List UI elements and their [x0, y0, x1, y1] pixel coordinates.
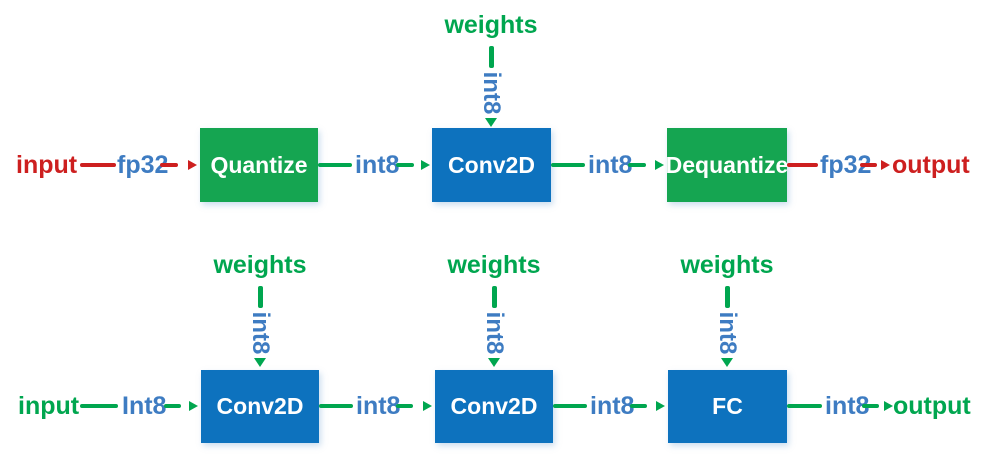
row2-weights3-arrow-icon	[721, 358, 733, 367]
row2-edge-c1-c2-type: int8	[356, 392, 401, 420]
row2-input-label: input	[18, 392, 80, 420]
row1-input-label: input	[16, 151, 78, 179]
row1-edge-q-conv-line2	[396, 163, 414, 167]
row1-weights-type-label: int8	[478, 71, 505, 115]
row2-node-conv2d-2: Conv2D	[435, 370, 553, 443]
row1-node-conv2d: Conv2D	[432, 128, 551, 202]
row2-output-label: output	[893, 392, 971, 420]
row2-node-fc-label: FC	[712, 393, 743, 419]
row1-weights-arrow-icon	[485, 118, 497, 127]
row2-arrow-into-conv2-icon	[423, 401, 432, 411]
row1-arrow-into-dequantize-icon	[655, 160, 664, 170]
row1-node-dequantize-label: Dequantize	[665, 151, 789, 178]
row1-edge-input-line2	[160, 163, 178, 167]
row1-edge-conv-deq-line2	[628, 163, 646, 167]
row1-edge-input-line	[80, 163, 116, 167]
row2-node-conv2d-2-label: Conv2D	[450, 393, 538, 419]
row2-arrow-into-conv1-icon	[189, 401, 198, 411]
row2-edge-c2-fc-line	[553, 404, 587, 408]
row1-output-label: output	[892, 151, 970, 179]
row2-weights2-line	[492, 286, 497, 308]
row2-weights2-arrow-icon	[488, 358, 500, 367]
row2-input-type-label: Int8	[122, 392, 167, 420]
row1-arrow-into-conv2d-icon	[421, 160, 430, 170]
row2-weights1-type-label: int8	[247, 311, 274, 355]
row2-edge-output-line	[787, 404, 822, 408]
row2-weights1-arrow-icon	[254, 358, 266, 367]
row2-edge-c1-c2-line2	[396, 404, 413, 408]
row2-edge-output-line2	[862, 404, 879, 408]
row1-node-quantize: Quantize	[200, 128, 318, 202]
row1-edge-q-conv-type: int8	[355, 151, 400, 179]
row2-weights3-label: weights	[680, 251, 774, 279]
row1-edge-output-line2	[860, 163, 877, 167]
row1-input-type-label: fp32	[117, 151, 169, 179]
row1-edge-conv-deq-type: int8	[588, 151, 633, 179]
row2-edge-c1-c2-line	[319, 404, 353, 408]
row1-node-quantize-label: Quantize	[210, 151, 308, 178]
row1-arrow-into-output-icon	[881, 160, 890, 170]
row2-edge-c2-fc-type: int8	[590, 392, 635, 420]
row1-weights-line	[489, 46, 494, 68]
row1-edge-q-conv-line	[318, 163, 352, 167]
row2-node-conv2d-1: Conv2D	[201, 370, 319, 443]
row1-arrow-into-quantize-icon	[188, 160, 197, 170]
row1-edge-output-line	[787, 163, 818, 167]
row1-node-conv2d-label: Conv2D	[448, 151, 535, 178]
row2-weights2-label: weights	[447, 251, 541, 279]
row2-weights2-type-label: int8	[481, 311, 508, 355]
row2-weights1-line	[258, 286, 263, 308]
row2-arrow-into-fc-icon	[656, 401, 665, 411]
row1-weights-label: weights	[444, 11, 538, 39]
row1-edge-conv-deq-line	[551, 163, 585, 167]
row2-edge-input-line2	[164, 404, 181, 408]
row2-weights3-type-label: int8	[714, 311, 741, 355]
row1-node-dequantize: Dequantize	[665, 128, 789, 202]
row2-node-fc: FC	[668, 370, 787, 443]
row2-arrow-into-output-icon	[884, 401, 893, 411]
row2-weights3-line	[725, 286, 730, 308]
row2-edge-input-line	[80, 404, 118, 408]
row2-node-conv2d-1-label: Conv2D	[216, 393, 304, 419]
row2-edge-c2-fc-line2	[630, 404, 647, 408]
row2-weights1-label: weights	[213, 251, 307, 279]
